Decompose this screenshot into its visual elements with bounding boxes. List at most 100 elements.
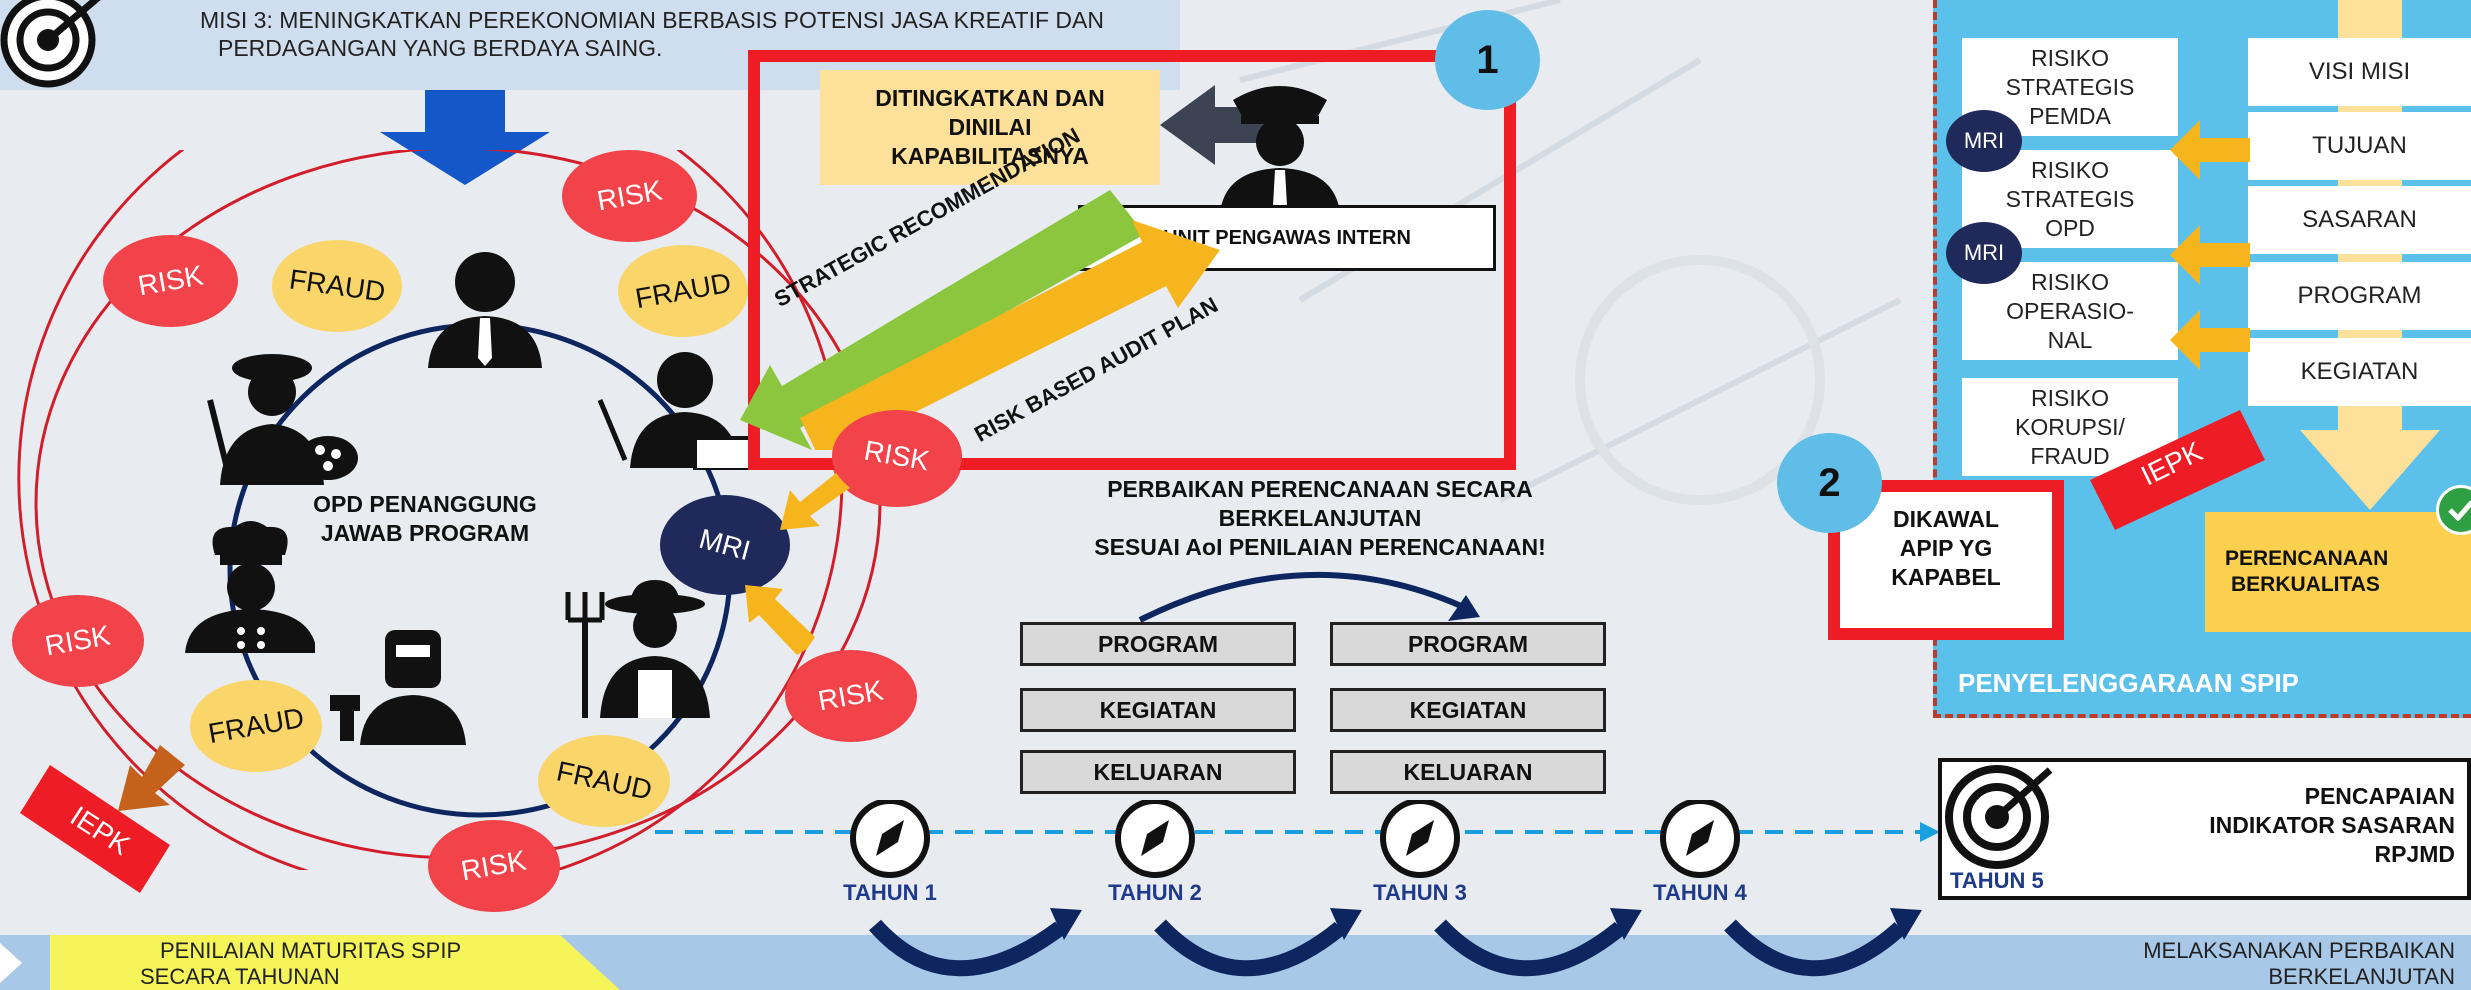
risk-box-line: RISIKO <box>2031 384 2109 411</box>
plan-box-a-kegiatan: KEGIATAN <box>1020 688 1296 732</box>
target-text: PENCAPAIAN INDIKATOR SASARAN RPJMD <box>2160 782 2455 869</box>
fraud-bubble: FRAUD <box>272 240 402 332</box>
risk-box-line: KORUPSI/ <box>2015 413 2125 440</box>
improve-line-2: DINILAI <box>948 114 1032 140</box>
improve-box: DITINGKATKAN DAN DINILAI KAPABILITASNYA <box>820 70 1160 185</box>
year-3-label: TAHUN 3 <box>1373 880 1467 905</box>
mission-line-1: MISI 3: MENINGKATKAN PEREKONOMIAN BERBAS… <box>200 7 1104 33</box>
chef-person-icon <box>185 521 315 653</box>
risk-box-line: STRATEGIS <box>2005 73 2135 100</box>
plan-item-program: PROGRAM <box>2248 262 2471 330</box>
risk-bubble: RISK <box>785 650 917 742</box>
plan-item-label: TUJUAN <box>2312 132 2407 159</box>
welder-person-icon <box>330 630 466 745</box>
fraud-bubble: FRAUD <box>618 245 748 337</box>
target-icon <box>0 0 101 88</box>
footer-left-line-1: PENILAIAN MATURITAS SPIP <box>160 938 462 963</box>
artist-person-icon <box>207 354 358 485</box>
check-icon <box>2436 485 2471 535</box>
left-arrow-icon <box>2170 310 2250 370</box>
risk-box-line: STRATEGIS <box>2005 185 2135 212</box>
risk-label: RISK <box>862 434 932 477</box>
plan-item-label: PROGRAM <box>2297 282 2422 309</box>
plan-box-b-program: PROGRAM <box>1330 622 1606 666</box>
year-5-label: TAHUN 5 <box>1950 868 2044 893</box>
risk-label: RISK <box>816 674 886 717</box>
compass-icon <box>1115 800 1195 878</box>
footer-left-banner <box>0 935 620 990</box>
escort-line-3: KAPABEL <box>1891 564 2001 590</box>
footer-right-text: MELAKSANAKAN PERBAIKAN BERKELANJUTAN <box>2080 938 2455 990</box>
left-arrow-icon <box>2170 225 2250 285</box>
planning-heading: PERBAIKAN PERENCANAAN SECARA BERKELANJUT… <box>1060 475 1580 562</box>
risk-box-line: PEMDA <box>2029 102 2111 129</box>
plan-box-label: KEGIATAN <box>1409 696 1527 723</box>
escort-line-1: DIKAWAL <box>1892 506 2000 532</box>
plan-item-visi-misi: VISI MISI <box>2248 38 2471 106</box>
official-person-icon <box>428 252 542 368</box>
timeline <box>655 800 1940 977</box>
badge-2: 2 <box>1777 433 1882 533</box>
auditor-person-icon <box>1220 86 1340 213</box>
iepk-tag-left <box>20 745 185 893</box>
target-line-2: INDIKATOR SASARAN <box>2209 812 2455 838</box>
plan-item-sasaran: SASARAN <box>2248 186 2471 254</box>
opd-center-label: OPD PENANGGUNG JAWAB PROGRAM <box>305 490 545 548</box>
plan-box-b-keluaran: KELUARAN <box>1330 750 1606 794</box>
plan-item-kegiatan: KEGIATAN <box>2248 338 2471 406</box>
footer-left-text: PENILAIAN MATURITAS SPIP SECARA TAHUNAN <box>140 938 461 990</box>
mri-label: MRI <box>1963 240 2005 265</box>
plan-item-label: SASARAN <box>2302 206 2417 233</box>
arrow-to-mri-icon <box>745 585 815 655</box>
badge-2-number: 2 <box>1818 460 1841 505</box>
year-2-label: TAHUN 2 <box>1108 880 1202 905</box>
escort-frame <box>1828 480 2064 640</box>
plan-box-label: KELUARAN <box>1093 758 1223 785</box>
escort-line-2: APIP YG <box>1899 535 1993 561</box>
risk-label: RISK <box>594 174 665 217</box>
target-line-3: RPJMD <box>2374 841 2455 867</box>
plan-box-label: PROGRAM <box>1407 630 1529 657</box>
curved-arrow-icon <box>1138 571 1480 623</box>
left-arrow-icon <box>1160 85 1280 165</box>
escort-text: DIKAWAL APIP YG KAPABEL <box>1848 505 2044 592</box>
farmer-person-icon <box>565 580 710 718</box>
compass-icon <box>1380 800 1460 878</box>
fraud-label: FRAUD <box>287 263 387 308</box>
quality-line-1: PERENCANAAN <box>2225 547 2389 570</box>
teacher-person-icon <box>597 352 757 470</box>
diagonal-arrows <box>740 190 1220 450</box>
fraud-bubble: FRAUD <box>538 735 670 827</box>
arrow-to-mri-icon <box>780 470 855 530</box>
risk-bubble: RISK <box>832 410 962 502</box>
target-line-1: PENCAPAIAN <box>2304 783 2455 809</box>
risk-box-line: RISIKO <box>2031 268 2109 295</box>
mri-label: MRI <box>1963 128 2005 153</box>
risk-label: RISK <box>43 619 113 662</box>
compass-icon <box>1660 800 1740 878</box>
plan-box-label: PROGRAM <box>1097 630 1219 657</box>
risk-box-line: NAL <box>2047 326 2093 353</box>
planning-line-1: PERBAIKAN PERENCANAAN SECARA <box>1107 476 1533 502</box>
risk-box-strategic-pemda: RISIKO STRATEGIS PEMDA <box>1962 38 2178 136</box>
year-4-label: TAHUN 4 <box>1653 880 1747 905</box>
improve-line-3: KAPABILITASNYA <box>891 143 1089 169</box>
fraud-label: FRAUD <box>553 755 655 806</box>
risk-label: RISK <box>135 259 206 302</box>
plan-box-b-kegiatan: KEGIATAN <box>1330 688 1606 732</box>
badge-1: 1 <box>1435 10 1540 110</box>
risk-label: RISK <box>459 844 529 887</box>
target-icon <box>1945 765 2053 869</box>
mri-label: MRI <box>696 522 754 567</box>
improve-line-1: DITINGKATKAN DAN <box>875 85 1105 111</box>
down-arrow-icon <box>380 90 550 185</box>
planning-line-3: SESUAI AoI PENILAIAN PERENCANAAN! <box>1094 534 1546 560</box>
plan-item-label: KEGIATAN <box>2300 358 2419 385</box>
fraud-label: FRAUD <box>205 701 307 750</box>
plan-item-tujuan: TUJUAN <box>2248 112 2471 180</box>
risk-box-line: FRAUD <box>2030 442 2110 469</box>
quality-planning-box: PERENCANAAN BERKUALITAS <box>2205 512 2471 632</box>
fraud-label: FRAUD <box>632 266 734 315</box>
mri-bubble: MRI <box>1946 110 2022 172</box>
risk-bubble: RISK <box>428 820 560 912</box>
